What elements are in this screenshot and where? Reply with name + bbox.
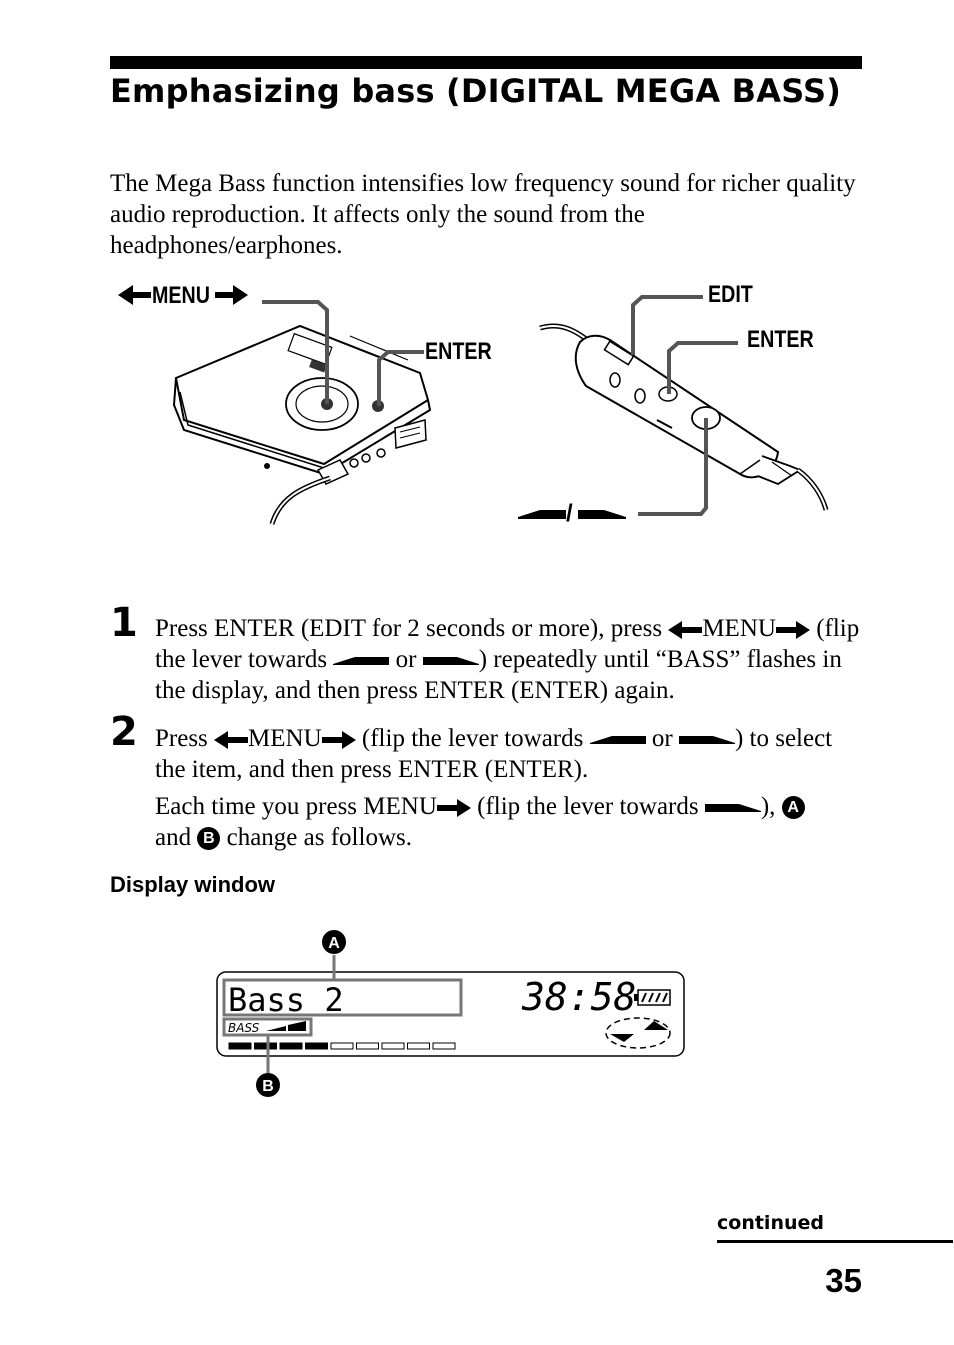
- level-segment: [279, 1042, 303, 1050]
- level-segment: [407, 1042, 430, 1050]
- level-segment: [356, 1042, 379, 1050]
- level-segment: [432, 1042, 456, 1050]
- callout-b-text: B: [262, 1078, 274, 1095]
- step-1-text: Press ENTER (EDIT for 2 seconds or more)…: [155, 615, 860, 704]
- step-2-note: Each time you press MENU (flip the lever…: [155, 791, 865, 853]
- lever-right-arrow-icon: [678, 736, 735, 745]
- lever-right-arrow-icon: [578, 510, 626, 519]
- step-2-text: Press MENU (flip the lever towards or ) …: [155, 725, 833, 783]
- device-illustration: [118, 285, 829, 525]
- callout-b-marker: [256, 1073, 280, 1097]
- lever-left-arrow-icon: [333, 657, 390, 666]
- step-number-1: 1: [110, 600, 138, 646]
- level-segment: [330, 1042, 354, 1050]
- callout-a-marker: [322, 930, 346, 954]
- callout-b-icon: B: [197, 827, 221, 850]
- display-window-heading: Display window: [110, 872, 276, 897]
- lever-left-arrow-icon: [518, 510, 566, 519]
- lever-right-arrow-icon: [422, 657, 479, 666]
- menu-right-arrow-icon: [436, 799, 471, 818]
- continued-rule: [717, 1240, 953, 1243]
- disc-rotation-icon: [605, 1017, 671, 1049]
- intro-paragraph: The Mega Bass function intensifies low f…: [110, 170, 856, 259]
- menu-label: MENU: [152, 282, 210, 309]
- lever-left-arrow-icon: [589, 736, 646, 745]
- md-player-icon: [172, 324, 432, 525]
- edit-label: EDIT: [708, 281, 753, 308]
- menu-left-arrow-icon: [668, 621, 703, 640]
- level-segment: [381, 1042, 405, 1050]
- menu-left-arrow-icon: [214, 731, 249, 750]
- level-meter: [228, 1042, 456, 1050]
- menu-left-arrow-icon: [118, 285, 151, 305]
- level-segment: [254, 1042, 277, 1050]
- menu-right-arrow-icon: [775, 621, 810, 640]
- callout-a-text: A: [328, 935, 340, 952]
- battery-icon: [634, 989, 671, 1006]
- display-text: Bass 2: [228, 981, 344, 1019]
- display-window-diagram: Bass 2 BASS 38:58 A B: [216, 930, 685, 1097]
- enter-label-player: ENTER: [425, 338, 492, 365]
- callout-a-icon: A: [781, 796, 805, 819]
- step-number-2: 2: [110, 709, 138, 755]
- heading-rule: [110, 56, 862, 69]
- remote-control-icon: [539, 323, 829, 511]
- enter-label-remote: ENTER: [747, 326, 814, 353]
- page-number: 35: [825, 1262, 862, 1299]
- menu-right-arrow-icon: [321, 731, 356, 750]
- lever-right-arrow-icon: [704, 804, 761, 813]
- bass-level-icon: [266, 1021, 306, 1031]
- menu-right-arrow-icon: [215, 285, 248, 305]
- continued-label: continued: [717, 1212, 824, 1234]
- time-display: 38:58: [521, 975, 636, 1019]
- bass-indicator-label: BASS: [228, 1021, 260, 1035]
- level-segment: [305, 1042, 328, 1050]
- level-segment: [228, 1042, 252, 1050]
- lever-separator: /: [566, 500, 573, 527]
- page-title: Emphasizing bass (DIGITAL MEGA BASS): [110, 72, 842, 110]
